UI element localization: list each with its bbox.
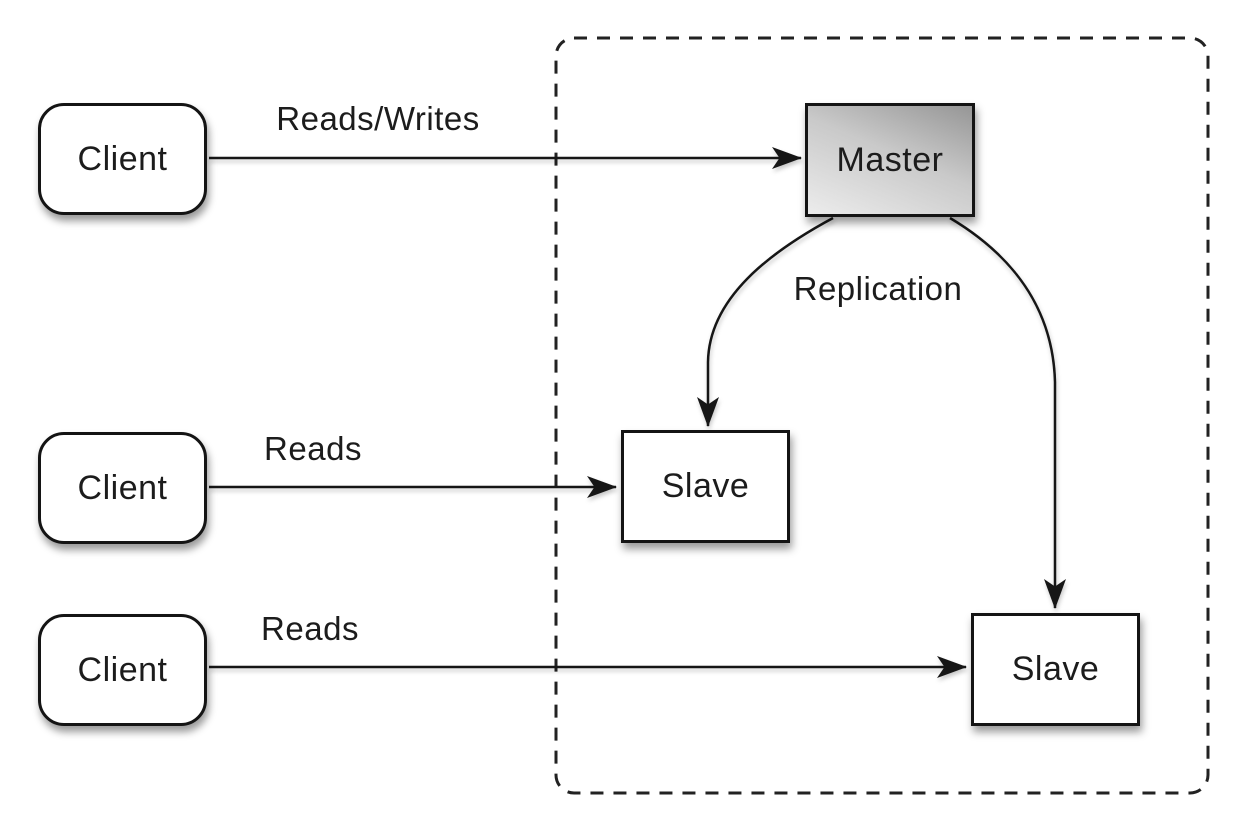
- node-client-1: Client: [38, 103, 207, 215]
- node-slave-2: Slave: [971, 613, 1140, 726]
- edge-master-to-slave1: [697, 216, 834, 427]
- edge-master-to-slave2: [949, 216, 1066, 609]
- node-master-label: Master: [836, 140, 944, 179]
- node-client-2-label: Client: [77, 468, 168, 507]
- edge-label-replication: Replication: [793, 270, 963, 307]
- node-client-1-label: Client: [77, 139, 168, 178]
- node-client-3-label: Client: [77, 650, 168, 689]
- edge-label-reads-2: Reads: [261, 610, 359, 647]
- node-slave-1: Slave: [621, 430, 790, 543]
- replication-group-boundary: [554, 36, 1210, 795]
- node-master: Master: [805, 103, 975, 217]
- edge-label-reads-1: Reads: [264, 430, 362, 467]
- node-client-3: Client: [38, 614, 207, 726]
- node-slave-1-label: Slave: [661, 467, 750, 505]
- node-client-2: Client: [38, 432, 207, 544]
- edge-label-reads-writes: Reads/Writes: [276, 100, 480, 137]
- node-slave-2-label: Slave: [1011, 650, 1100, 688]
